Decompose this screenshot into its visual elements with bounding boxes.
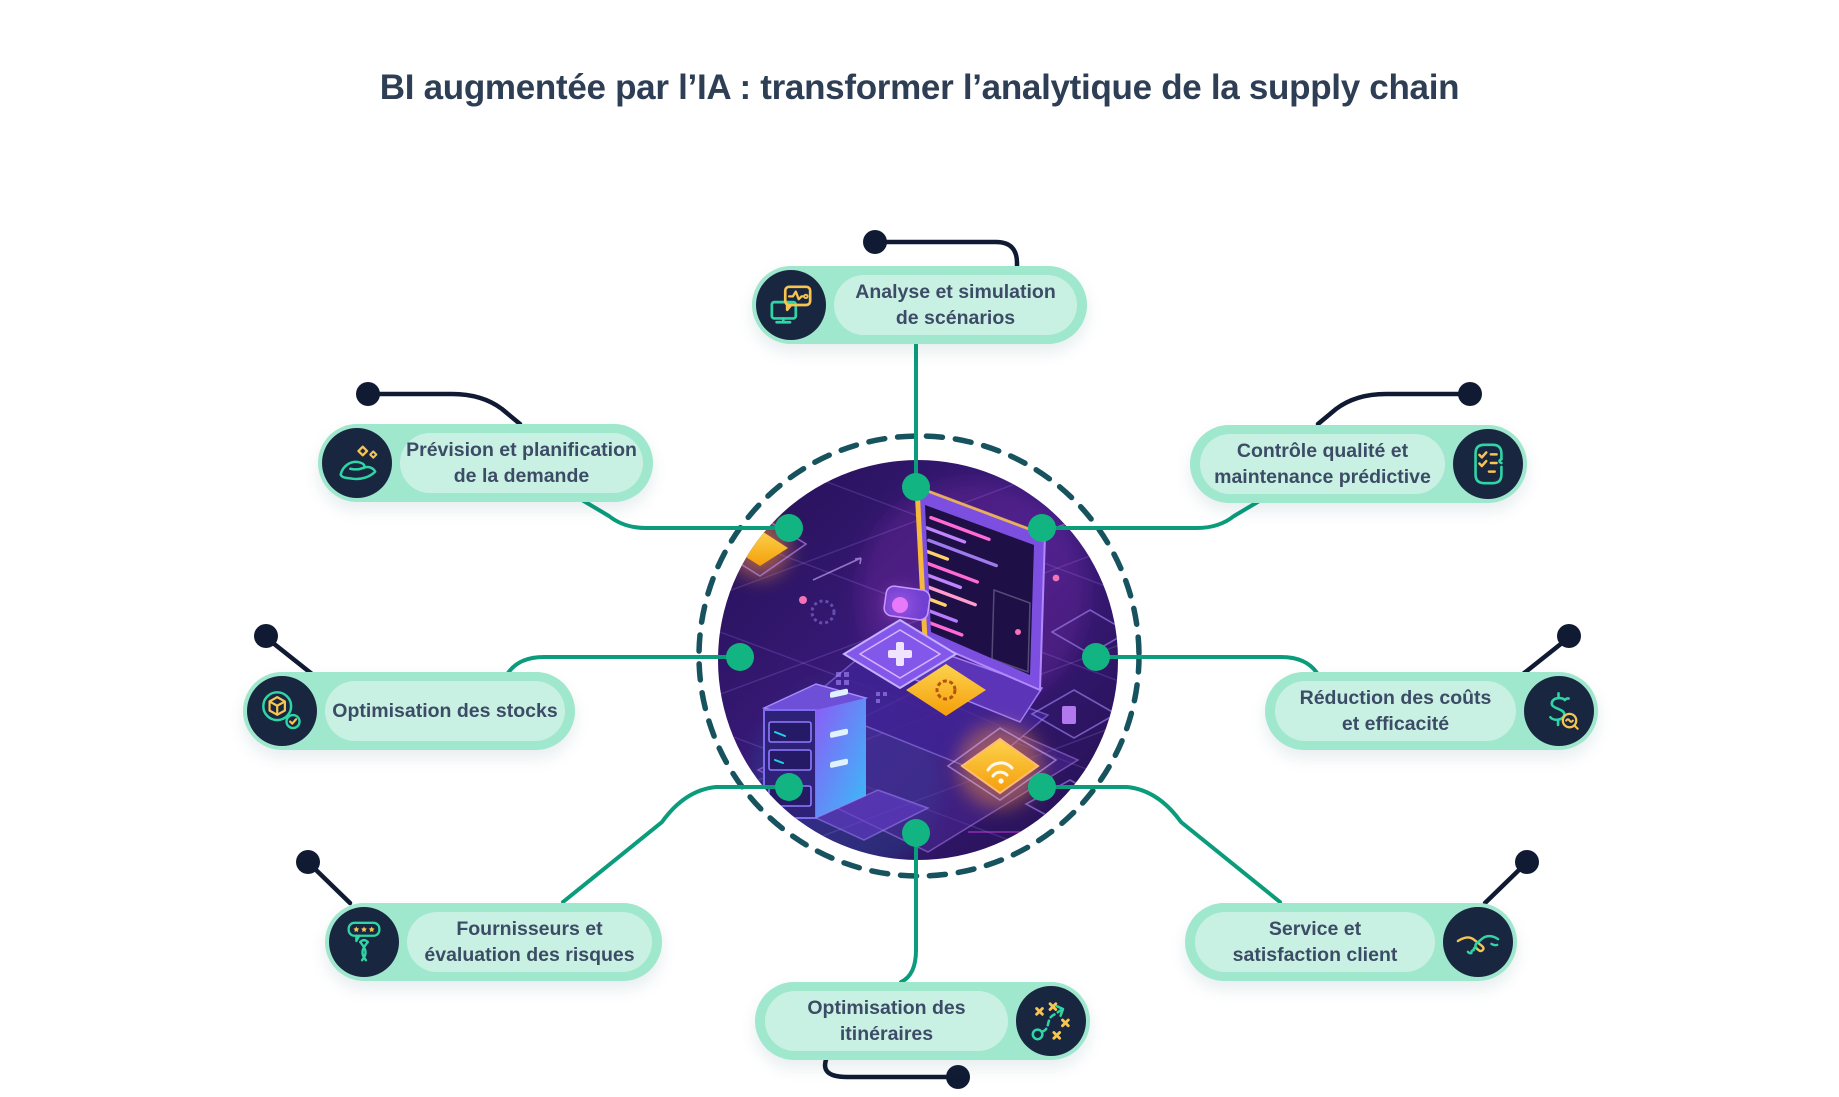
cube-check-icon (247, 676, 317, 746)
pill-inner-panel (765, 991, 1008, 1051)
pin-line-analyse (881, 239, 1020, 270)
pin-line-prevision (375, 391, 523, 427)
pill-inner-panel (400, 433, 643, 493)
connector-service (1040, 785, 1282, 904)
pin-line-service (1482, 866, 1523, 906)
monitor-pulse-icon (756, 270, 826, 340)
pill-label: Optimisation des stocks (332, 700, 558, 722)
strategy-route-icon (1016, 986, 1086, 1056)
connector-prevision (580, 498, 791, 530)
pill-inner-panel (1275, 681, 1516, 741)
connector-reduction (1094, 655, 1319, 675)
isometric-tech-scene-illustration (718, 460, 1118, 860)
pin-dot-itineraires (946, 1065, 970, 1089)
pin-dot-prevision (356, 382, 380, 406)
connector-stocks (506, 655, 742, 675)
hand-sparkles-icon (322, 428, 392, 498)
ribbon-stars-icon (329, 907, 399, 977)
pin-dot-controle (1458, 382, 1482, 406)
pin-line-reduction (1520, 640, 1565, 677)
connector-fournisseurs (561, 785, 791, 904)
pill-optimisation-stocks: Optimisation des stocks (243, 672, 575, 750)
pill-inner-panel (1200, 434, 1445, 494)
pill-inner-panel (834, 275, 1077, 335)
connector-controle (1040, 498, 1263, 530)
handshake-icon (1443, 907, 1513, 977)
pill-inner-panel (407, 912, 652, 972)
pin-dot-stocks (254, 624, 278, 648)
pin-dot-analyse (863, 230, 887, 254)
pin-dot-reduction (1557, 624, 1581, 648)
pill-inner-panel (1195, 912, 1435, 972)
central-illustration (718, 460, 1118, 860)
checklist-icon (1453, 429, 1523, 499)
pin-line-controle (1315, 391, 1463, 427)
dollar-efficiency-icon (1524, 676, 1594, 746)
pin-dot-fournisseurs (296, 850, 320, 874)
pin-dot-service (1515, 850, 1539, 874)
page-title: BI augmentée par l’IA : transformer l’an… (379, 68, 1460, 107)
pill-inner-panel (325, 681, 565, 741)
pin-line-stocks (270, 640, 315, 677)
pin-line-fournisseurs (312, 866, 353, 906)
